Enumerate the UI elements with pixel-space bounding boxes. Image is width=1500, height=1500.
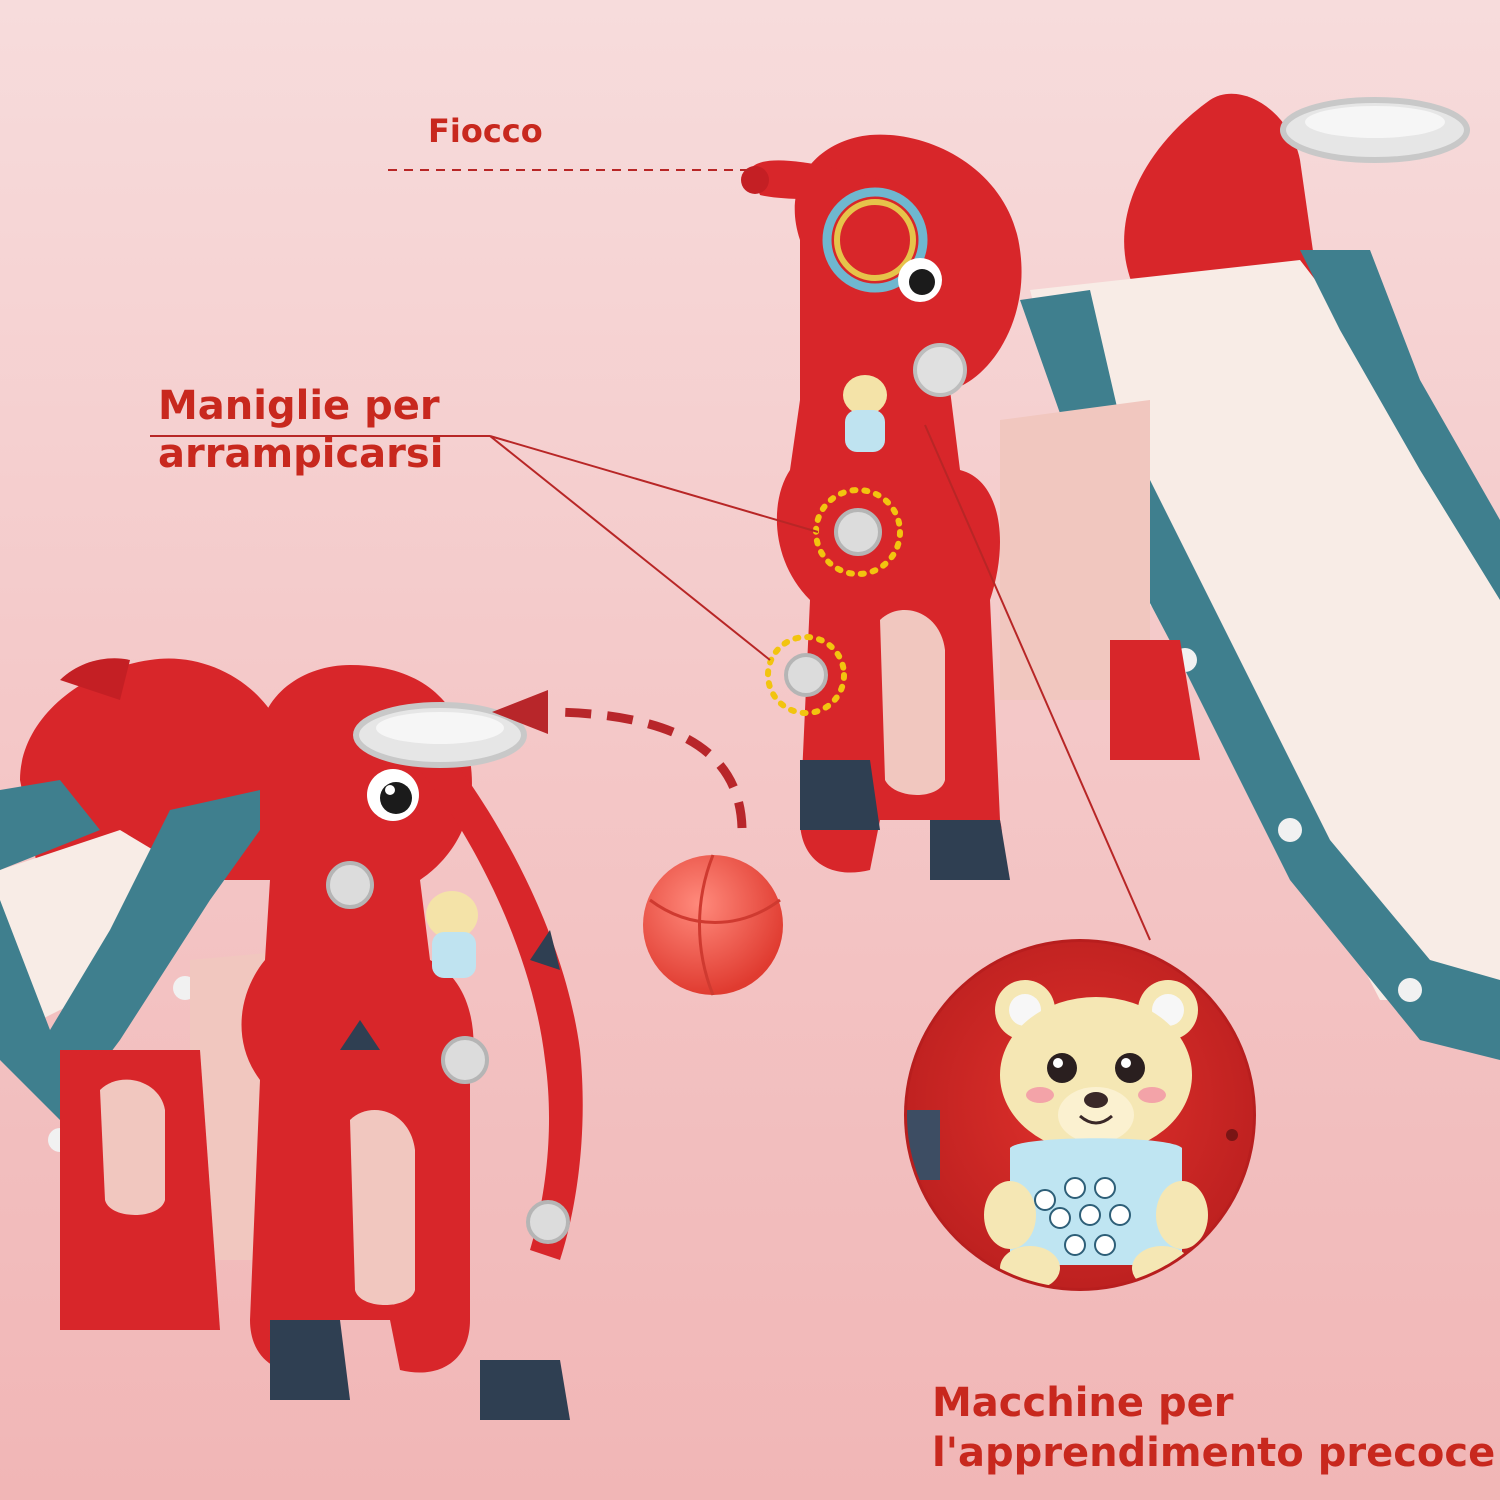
front-slide-set (0, 658, 583, 1420)
label-learning-machines: Macchine per l'apprendimento precoce (932, 1378, 1495, 1478)
toss-arrow (492, 690, 747, 829)
label-learning-machines-line1: Macchine per (932, 1380, 1234, 1426)
back-slide-set (741, 93, 1500, 1060)
learning-toy-zoom (904, 939, 1256, 1291)
basketball (643, 854, 783, 996)
callout-lines (150, 169, 1151, 941)
label-learning-machines-line2: l'apprendimento precoce (932, 1430, 1496, 1476)
label-climbing-handles-line2: arrampicarsi (158, 431, 444, 477)
label-climbing-handles-line1: Maniglie per (158, 383, 440, 429)
label-climbing-handles: Maniglie per arrampicarsi (158, 382, 443, 478)
label-fiocco: Fiocco (428, 112, 543, 150)
